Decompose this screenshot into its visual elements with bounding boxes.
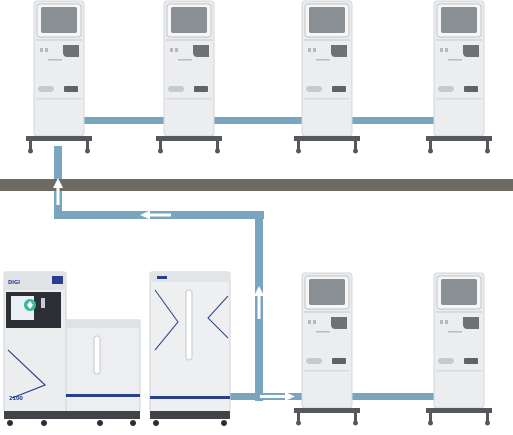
arrow-up-icon-2 — [254, 286, 264, 319]
top-pipe — [78, 117, 440, 124]
floor-slab — [0, 179, 513, 191]
logo-badge — [52, 276, 63, 284]
model-label: 2100 — [9, 396, 23, 402]
arrow-up-icon — [53, 178, 63, 205]
kiosk-top-1[interactable] — [26, 0, 92, 154]
kiosk-top-3[interactable] — [294, 0, 360, 154]
arrow-right-icon — [260, 392, 295, 401]
storage-cabinet[interactable] — [149, 271, 231, 426]
central-unit[interactable]: DIGI 2100 — [3, 271, 141, 426]
kiosk-top-4[interactable] — [426, 0, 492, 154]
cabinet-accent-curve — [154, 289, 179, 351]
kiosk-bottom-1[interactable] — [294, 272, 360, 426]
accent-curve — [7, 349, 47, 399]
cabinet-logo — [157, 276, 167, 279]
kiosk-bottom-2[interactable] — [426, 272, 492, 426]
kiosk-top-2[interactable] — [156, 0, 222, 154]
arrow-left-icon — [140, 210, 171, 220]
brand-logo: DIGI — [8, 280, 20, 286]
